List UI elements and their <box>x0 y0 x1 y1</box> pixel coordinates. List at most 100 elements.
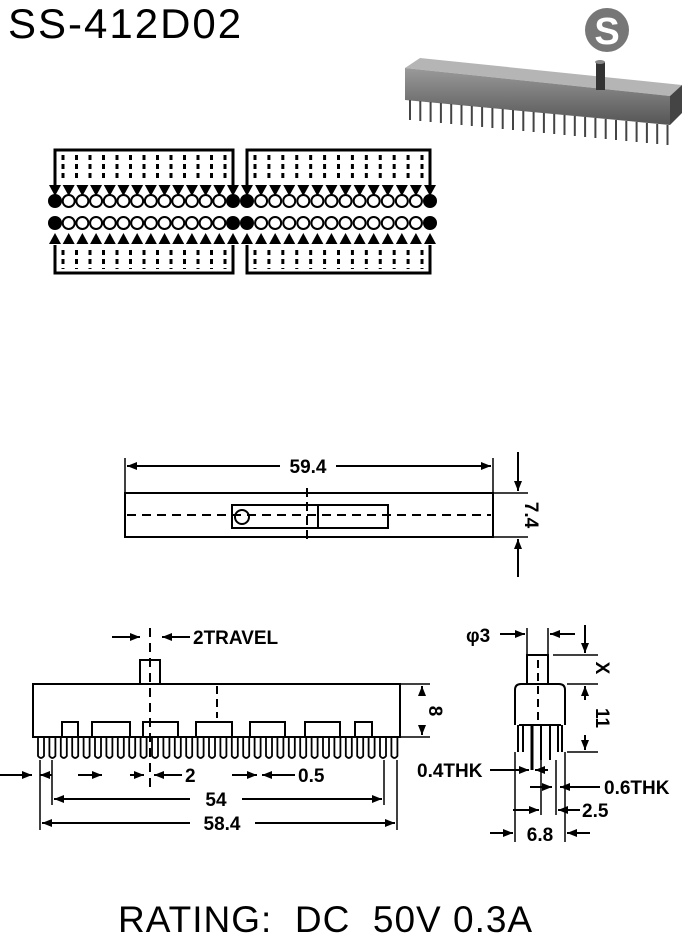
contact-circle <box>324 216 339 230</box>
contact-circle <box>226 194 240 208</box>
contact-triangle <box>339 185 352 196</box>
terminal-pin <box>151 737 159 759</box>
terminal-pin <box>379 737 387 759</box>
terminal-pin <box>196 737 205 759</box>
contact-circle <box>48 194 62 208</box>
contact-triangle <box>269 233 282 244</box>
contact-circle <box>352 216 367 230</box>
contact-circle <box>61 216 76 230</box>
contact-circle <box>254 194 269 208</box>
contact-circle <box>171 194 186 208</box>
rating-text: RATING: DC 50V 0.3A <box>118 899 533 937</box>
contact-circle <box>282 216 297 230</box>
contact-circle <box>102 216 117 230</box>
contact-triangle <box>185 233 198 244</box>
contact-circle <box>423 216 437 230</box>
contact-triangle <box>255 185 268 196</box>
contact-triangle <box>172 233 185 244</box>
contact-triangle <box>241 185 253 196</box>
contact-block <box>245 245 432 275</box>
contact-circle <box>380 216 395 230</box>
contact-triangle <box>158 185 171 196</box>
contact-circle <box>226 216 240 230</box>
contact-triangle <box>311 233 324 244</box>
contact-circle <box>282 194 297 208</box>
contact-triangle <box>269 185 282 196</box>
contact-circle <box>171 216 186 230</box>
contact-circle <box>240 194 254 208</box>
contact-circle <box>212 216 227 230</box>
contact-triangle <box>409 185 422 196</box>
terminal-pin <box>253 737 262 759</box>
dim-travel: 2TRAVEL <box>193 628 279 649</box>
contact-circle <box>296 216 311 230</box>
dim-knob-dia: φ3 <box>466 626 490 647</box>
contact-triangle <box>424 185 436 196</box>
contact-triangle <box>227 185 239 196</box>
contact-circle <box>116 194 131 208</box>
contact-circle <box>61 194 76 208</box>
contact-triangle <box>367 185 380 196</box>
contact-circle <box>143 216 158 230</box>
terminal-pin <box>173 737 182 759</box>
contact-circle <box>102 194 117 208</box>
contact-triangle <box>185 185 198 196</box>
dim-gap: 0.5 <box>298 766 325 787</box>
contact-triangle <box>103 185 116 196</box>
contact-triangle <box>213 185 226 196</box>
dim-pin-offset: 2.5 <box>582 801 609 822</box>
contact-triangle <box>241 233 253 244</box>
contact-circle <box>89 216 104 230</box>
contact-circle <box>408 194 423 208</box>
contact-circle <box>89 194 104 208</box>
contact-circle <box>324 194 339 208</box>
terminal-pin <box>208 737 216 759</box>
contact-block <box>245 148 432 185</box>
dim-height: 8 <box>424 706 445 717</box>
contact-block <box>53 245 235 275</box>
contact-triangle <box>62 185 75 196</box>
contact-triangle <box>381 233 394 244</box>
terminal-pin <box>242 737 251 759</box>
contact-triangle <box>131 185 144 196</box>
contact-triangle <box>199 185 212 196</box>
contact-triangle <box>213 233 226 244</box>
contact-circle <box>296 194 311 208</box>
circuit-schematic <box>48 148 437 275</box>
contact-bump <box>195 721 233 737</box>
contact-triangle <box>131 233 144 244</box>
contact-triangle <box>117 233 130 244</box>
dim-overall: 58.4 <box>204 814 241 835</box>
terminal-pin <box>367 737 376 759</box>
terminal-pin <box>287 737 296 759</box>
dim-body-height: 11 <box>591 708 612 729</box>
terminal-pin <box>71 737 80 759</box>
contact-block <box>53 148 235 185</box>
terminal-pin <box>322 737 330 759</box>
contact-triangle <box>395 233 408 244</box>
contact-circle <box>254 216 269 230</box>
contact-triangle <box>409 233 422 244</box>
svg-text:S: S <box>594 11 619 53</box>
dim-pin-thk-inner: 0.4THK <box>417 761 483 782</box>
terminal-pin <box>105 737 114 759</box>
contact-circle <box>130 194 145 208</box>
contact-circle <box>380 194 395 208</box>
contact-bump <box>142 721 179 737</box>
contact-triangle <box>311 185 324 196</box>
end-view <box>490 625 600 842</box>
contact-circle <box>130 216 145 230</box>
contact-triangle <box>255 233 268 244</box>
dim-pin-span: 54 <box>205 790 227 811</box>
contact-triangle <box>117 185 130 196</box>
terminal-pin <box>310 737 319 759</box>
contact-circle <box>212 194 227 208</box>
contact-circle <box>75 194 90 208</box>
contact-bump <box>249 721 286 737</box>
contact-circle <box>75 216 90 230</box>
dim-length: 59.4 <box>290 457 327 478</box>
contact-circle <box>338 194 353 208</box>
contact-bump <box>61 721 79 737</box>
contact-triangle <box>367 233 380 244</box>
contact-triangle <box>395 185 408 196</box>
